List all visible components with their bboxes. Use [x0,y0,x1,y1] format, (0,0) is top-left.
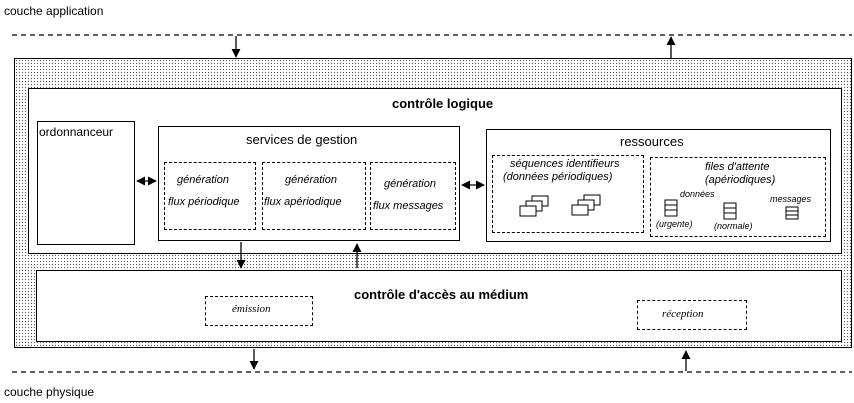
queue-normal-icon [723,202,737,220]
periodic-flow-line1: génération [177,174,229,186]
sequences-line1: séquences identifieurs [510,158,620,170]
top-layer-label: couche application [4,4,104,18]
scheduler-label: ordonnanceur [39,125,114,139]
periodic-flow-box [164,162,256,230]
messages-flow-box [370,162,456,230]
sequence-stack-icon-1 [519,195,549,217]
queue-messages-icon [785,206,799,220]
management-services-title: services de gestion [246,132,358,147]
queues-line2: (apériodiques) [705,174,776,186]
scheduler-box [37,121,135,245]
queue-urgent-label: (urgente) [656,219,693,229]
messages-flow-line1: génération [384,178,436,190]
aperiodic-flow-line1: génération [285,174,337,186]
resources-title: ressources [620,134,684,149]
bottom-layer-label: couche physique [4,385,95,399]
aperiodic-flow-box [262,162,366,230]
queues-line1: files d'attente [705,161,770,173]
reception-label: réception [662,308,704,320]
sequence-stack-icon-2 [571,194,601,216]
queue-urgent-icon [664,199,678,217]
aperiodic-flow-line2: flux apériodique [264,196,342,208]
sequences-box [492,155,644,233]
queue-normal-label: (normale) [714,221,753,231]
sequences-line2: (données périodiques) [503,171,613,183]
emission-label: émission [232,303,271,315]
queue-data-label: données [680,189,715,199]
reception-box [637,300,747,330]
logical-control-title: contrôle logique [392,96,494,111]
queues-box [650,157,826,237]
periodic-flow-line2: flux périodique [168,196,240,208]
emission-box [205,296,313,326]
queue-messages-label: messages [770,194,812,204]
medium-control-title: contrôle d'accès au médium [354,287,529,302]
messages-flow-line2: flux messages [373,200,444,212]
